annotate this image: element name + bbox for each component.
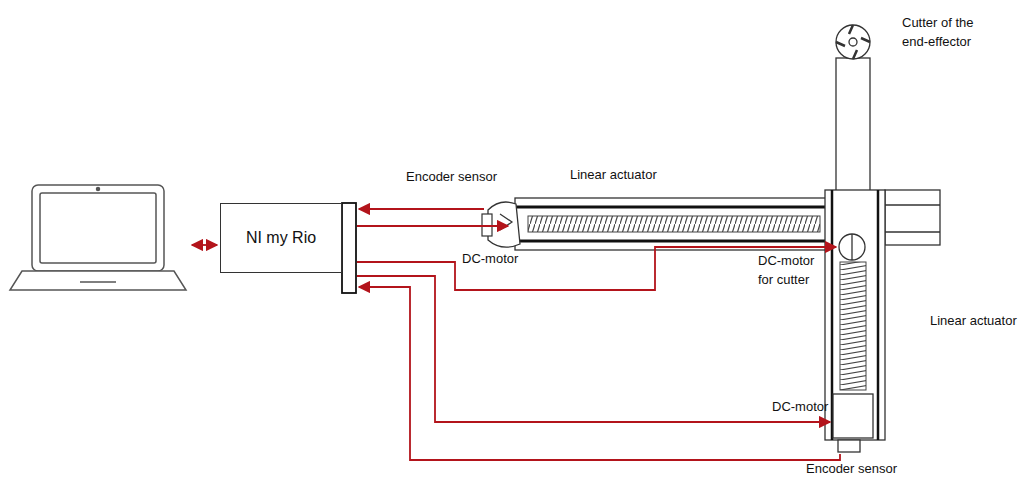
vertical-actuator (825, 58, 940, 452)
part-label: DC-motor (772, 398, 828, 417)
controller-box: NI my Rio (220, 203, 342, 273)
horizontal-actuator (482, 198, 835, 250)
connector-plate (342, 203, 356, 293)
part-label: DC-motor (462, 250, 518, 269)
part-label: Encoder sensor (406, 168, 497, 187)
part-label: Linear actuator (930, 312, 1017, 331)
laptop-icon (10, 185, 186, 290)
part-label: DC-motor for cutter (758, 252, 822, 290)
cutter-disc (836, 25, 870, 59)
data-link-arrow (192, 244, 217, 246)
part-label: Encoder sensor (806, 460, 897, 479)
part-label: Cutter of the end-effector (902, 14, 988, 52)
box-title: NI my Rio (246, 228, 316, 247)
signal-wires (357, 209, 840, 460)
part-label: Linear actuator (570, 166, 657, 185)
